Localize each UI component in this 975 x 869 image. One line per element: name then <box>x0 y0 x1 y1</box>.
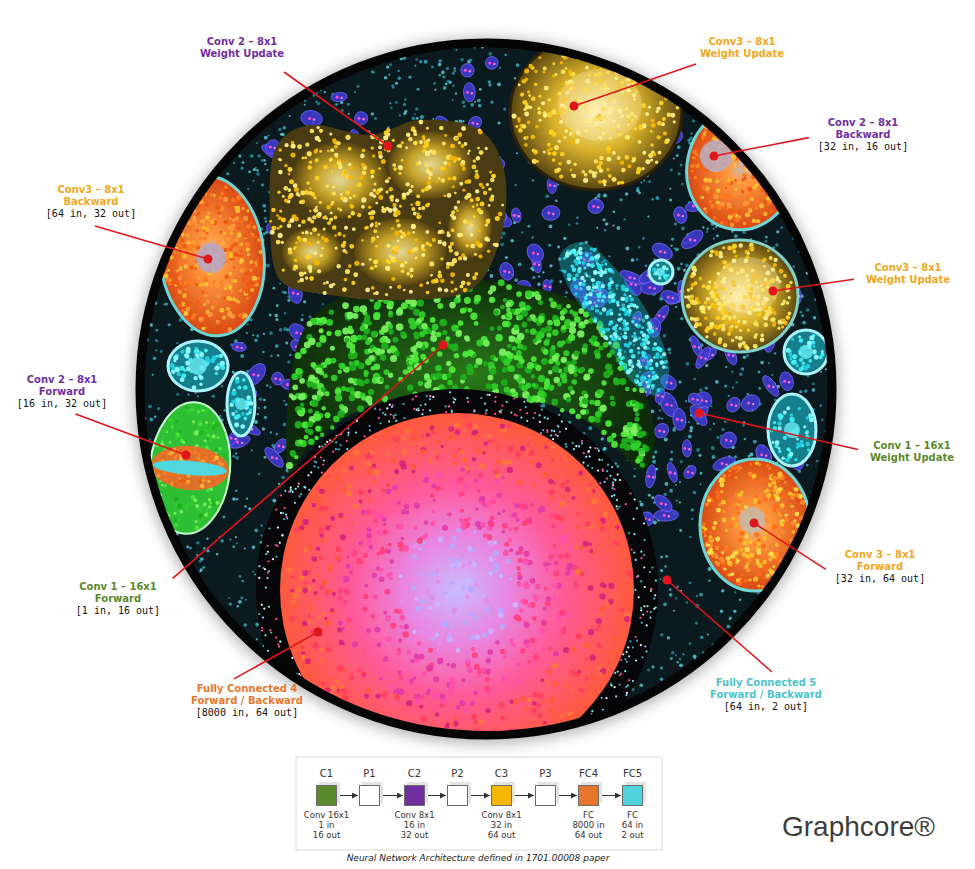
page-stage: Conv 2 – 8x1 Weight UpdateConv3 – 8x1 We… <box>0 0 975 869</box>
